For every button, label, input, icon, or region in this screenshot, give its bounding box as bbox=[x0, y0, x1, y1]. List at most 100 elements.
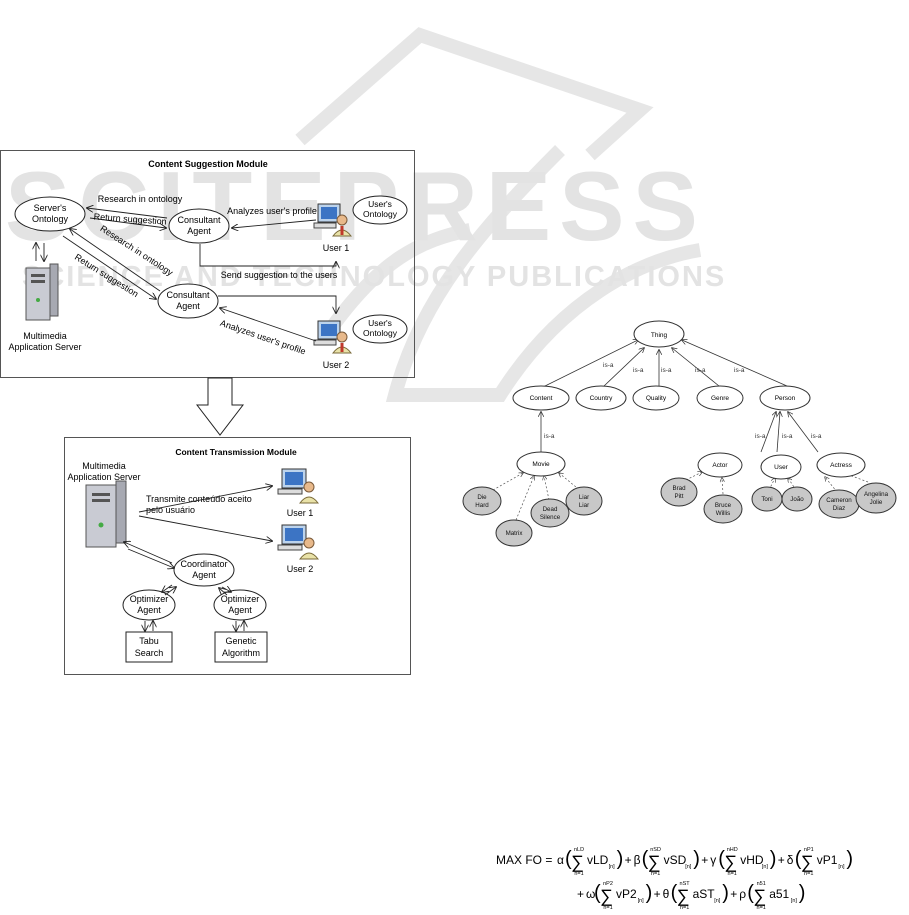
transmit-text: Transmite conteúdo aceito bbox=[146, 494, 252, 504]
ontology-node-label: Movie bbox=[532, 461, 550, 468]
formula-paren: ( bbox=[747, 882, 754, 904]
tabu-search-label: Tabu bbox=[139, 636, 159, 646]
is-a-label: is-a bbox=[782, 433, 793, 440]
formula-coefficient: ω bbox=[586, 887, 595, 901]
formula-plus: + bbox=[625, 853, 632, 867]
formula-lower-limit: n=1 bbox=[651, 871, 660, 877]
tm-user-1-computer-icon bbox=[277, 468, 320, 504]
ontology-node-quality bbox=[632, 385, 680, 411]
formula-lhs: MAX FO = bbox=[496, 853, 552, 867]
formula-sigma-icon: ∑ bbox=[571, 852, 584, 872]
is-a-label: is-a bbox=[633, 367, 644, 374]
users-ontology-2-label: User's bbox=[368, 318, 392, 328]
is-a-label: is-a bbox=[603, 362, 614, 369]
formula-sigma-icon: ∑ bbox=[677, 886, 690, 906]
ontology-leaf-die-hard bbox=[462, 486, 502, 516]
formula-plus: + bbox=[778, 853, 785, 867]
ontology-leaf-label: Dead bbox=[543, 506, 558, 513]
arrow-label-send: Send suggestion to the users bbox=[221, 270, 338, 280]
formula-subscript: [n] bbox=[638, 898, 645, 904]
formula-coefficient: α bbox=[557, 853, 564, 867]
ontology-leaf-angelina-jolie bbox=[855, 482, 897, 514]
servers-ontology-node bbox=[14, 196, 86, 232]
ontology-leaf-label: Hard bbox=[475, 502, 489, 509]
ontology-leaf-label: Brad bbox=[672, 485, 686, 492]
formula-sigma-icon: ∑ bbox=[753, 886, 766, 906]
formula-lower-limit: n=1 bbox=[728, 871, 737, 877]
ontology-tree-diagram: is-a is-a is-a is-a is-a is-a is-a is-a … bbox=[462, 320, 897, 547]
ontology-node-movie bbox=[516, 451, 566, 477]
consultant-agent-2-label: Consultant bbox=[166, 290, 210, 300]
servers-ontology-label: Ontology bbox=[32, 214, 69, 224]
formula-line-2: +ω(nP2∑n=1vP2[n])+θ(nST∑n=1aST[n])+ρ(n51… bbox=[577, 881, 805, 911]
optimizer-agent-1-label: Agent bbox=[137, 605, 161, 615]
users-ontology-2-label: Ontology bbox=[363, 328, 398, 338]
formula-paren: ) bbox=[846, 848, 853, 870]
consultant-agent-1-label: Agent bbox=[187, 226, 211, 236]
ontology-node-label: Quality bbox=[646, 395, 667, 402]
consultant-agent-1-node bbox=[168, 208, 230, 244]
arrow-label-analyzes-1: Analyzes user's profile bbox=[227, 206, 317, 216]
formula-coefficient: θ bbox=[663, 887, 670, 901]
tm-server-label: Application Server bbox=[67, 472, 140, 482]
tabu-search-box bbox=[125, 631, 173, 663]
ontology-node-thing bbox=[633, 320, 685, 348]
is-a-label: is-a bbox=[544, 433, 555, 440]
ontology-leaf-label: Jolie bbox=[870, 499, 883, 506]
ontology-node-label: User bbox=[774, 464, 789, 471]
ontology-leaf-dead-silence bbox=[530, 498, 570, 528]
arrow-label-return-2: Return suggestion bbox=[73, 252, 140, 299]
formula-plus: + bbox=[701, 853, 708, 867]
consultant-agent-2-label: Agent bbox=[176, 301, 200, 311]
formula-subscript: [n] bbox=[714, 898, 721, 904]
transmission-module-diagram: Content Transmission Module Multimedia A… bbox=[64, 437, 411, 675]
transmission-module-frame bbox=[64, 437, 411, 675]
users-ontology-1-label: User's bbox=[368, 199, 392, 209]
formula-paren: ) bbox=[693, 848, 700, 870]
ontology-leaf-label: Willis bbox=[716, 510, 730, 517]
optimizer-agent-2-label: Agent bbox=[228, 605, 252, 615]
formula-variable: aST bbox=[693, 887, 716, 901]
users-ontology-1-node bbox=[352, 195, 408, 225]
formula-variable: vP2 bbox=[616, 887, 637, 901]
formula-upper-limit: nP1 bbox=[804, 847, 814, 853]
formula-upper-limit: n51 bbox=[757, 881, 766, 887]
formula-sigma-icon: ∑ bbox=[801, 852, 814, 872]
ontology-leaf-liar-liar bbox=[565, 486, 603, 516]
formula-coefficient: δ bbox=[787, 853, 794, 867]
ontology-node-label: Person bbox=[775, 395, 796, 402]
formula-upper-limit: nSD bbox=[650, 847, 661, 853]
formula-sigma-icon: ∑ bbox=[724, 852, 737, 872]
arrow-label-research-2: Research in ontology bbox=[98, 223, 175, 278]
watermark-brand: SCITEPRESS bbox=[5, 151, 706, 261]
transmission-module-title: Content Transmission Module bbox=[175, 447, 297, 457]
formula-plus: + bbox=[654, 887, 661, 901]
ontology-leaf-label: Liar bbox=[579, 494, 589, 501]
formula-subscript: [n] bbox=[762, 864, 769, 870]
consultant-agent-2-node bbox=[157, 283, 219, 319]
ontology-node-actress bbox=[816, 452, 866, 478]
optimizer-agent-1-label: Optimizer bbox=[130, 594, 169, 604]
formula-plus: + bbox=[577, 887, 584, 901]
ontology-node-genre bbox=[696, 385, 744, 411]
formula-variable: vP1 bbox=[817, 853, 838, 867]
ontology-node-user bbox=[760, 454, 802, 480]
suggestion-module-title: Content Suggestion Module bbox=[148, 159, 268, 169]
coordinator-agent-label: Coordinator bbox=[180, 559, 227, 569]
formula-paren: ) bbox=[617, 848, 624, 870]
server-label: Application Server bbox=[8, 342, 81, 352]
ontology-node-content bbox=[512, 385, 570, 411]
user-1-label: User 1 bbox=[323, 243, 350, 253]
users-ontology-2-node bbox=[352, 314, 408, 344]
formula-paren: ) bbox=[646, 882, 653, 904]
genetic-algorithm-label: Genetic bbox=[225, 636, 257, 646]
formula-variable: vSD bbox=[664, 853, 687, 867]
formula-plus: + bbox=[730, 887, 737, 901]
formula-upper-limit: nP2 bbox=[603, 881, 613, 887]
formula-lower-limit: n=1 bbox=[603, 905, 612, 911]
ontology-node-label: Actor bbox=[712, 462, 728, 469]
user-2-label: User 2 bbox=[323, 360, 350, 370]
formula-upper-limit: nLD bbox=[574, 847, 584, 853]
formula-paren: ( bbox=[642, 848, 649, 870]
ontology-leaf-label: Diaz bbox=[833, 505, 845, 512]
